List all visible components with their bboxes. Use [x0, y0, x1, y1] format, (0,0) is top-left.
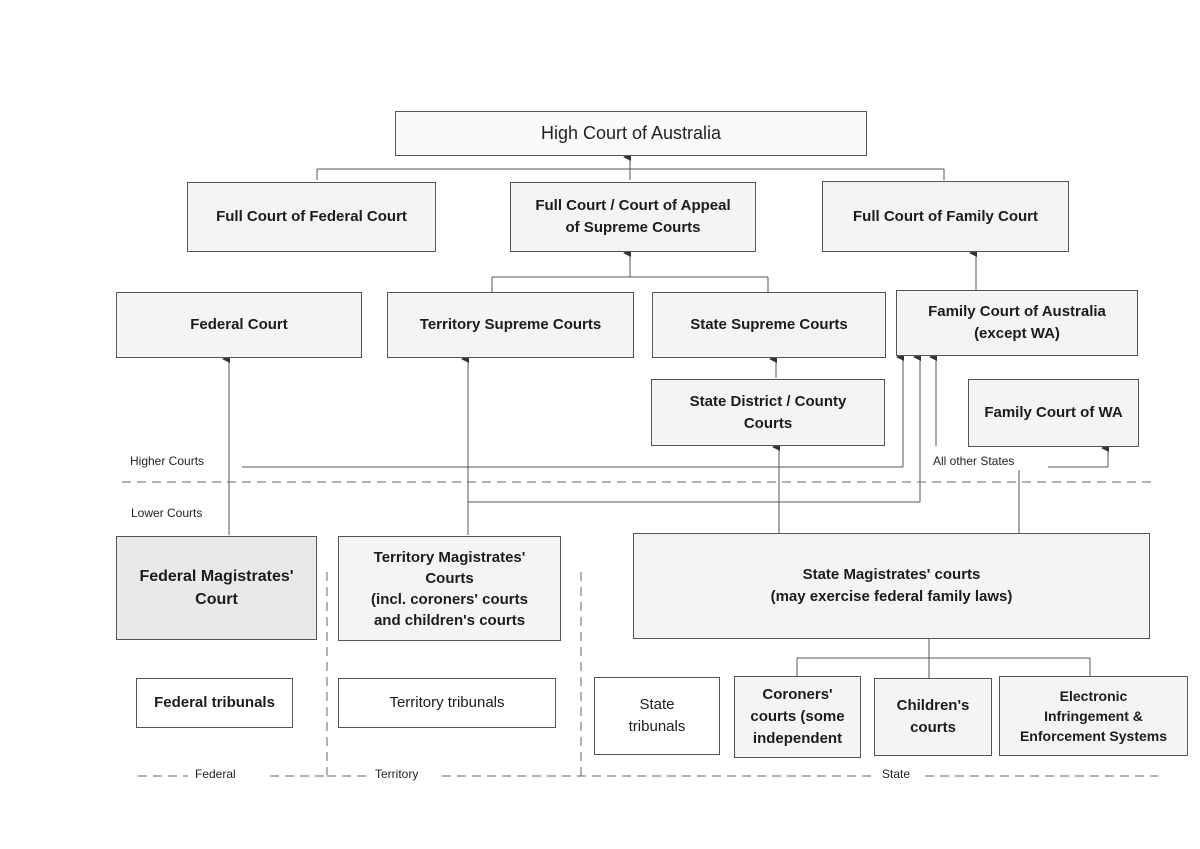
electronic-infringement-box: Electronic Infringement & Enforcement Sy…: [999, 676, 1188, 756]
federal-tribunals-box: Federal tribunals: [136, 678, 293, 728]
childrens-courts-box: Children's courts: [874, 678, 992, 756]
state-tribunals-box: State tribunals: [594, 677, 720, 755]
state-label: State: [882, 767, 911, 781]
family-court-wa-box: Family Court of WA: [968, 379, 1139, 447]
state-district-courts-box: State District / County Courts: [651, 379, 885, 446]
lower-courts-label: Lower Courts: [131, 506, 203, 520]
state-supreme-courts-box: State Supreme Courts: [652, 292, 886, 358]
higher-courts-label: Higher Courts: [130, 454, 205, 468]
family-court-australia-box: Family Court of Australia (except WA): [896, 290, 1138, 356]
coroners-courts-box: Coroners' courts (some independent: [734, 676, 861, 758]
federal-magistrates-court-box: Federal Magistrates' Court: [116, 536, 317, 640]
full-federal-court-box: Full Court of Federal Court: [187, 182, 436, 252]
full-family-court-box: Full Court of Family Court: [822, 181, 1069, 252]
full-supreme-court-box: Full Court / Court of Appeal of Supreme …: [510, 182, 756, 252]
federal-court-box: Federal Court: [116, 292, 362, 358]
territory-magistrates-courts-box: Territory Magistrates' Courts (incl. cor…: [338, 536, 561, 641]
high-court-box: High Court of Australia: [395, 111, 867, 156]
territory-label: Territory: [375, 767, 419, 781]
state-magistrates-courts-box: State Magistrates' courts (may exercise …: [633, 533, 1150, 639]
all-other-states-label: All other States: [933, 454, 1015, 468]
territory-tribunals-box: Territory tribunals: [338, 678, 556, 728]
federal-label: Federal: [195, 767, 236, 781]
territory-supreme-courts-box: Territory Supreme Courts: [387, 292, 634, 358]
